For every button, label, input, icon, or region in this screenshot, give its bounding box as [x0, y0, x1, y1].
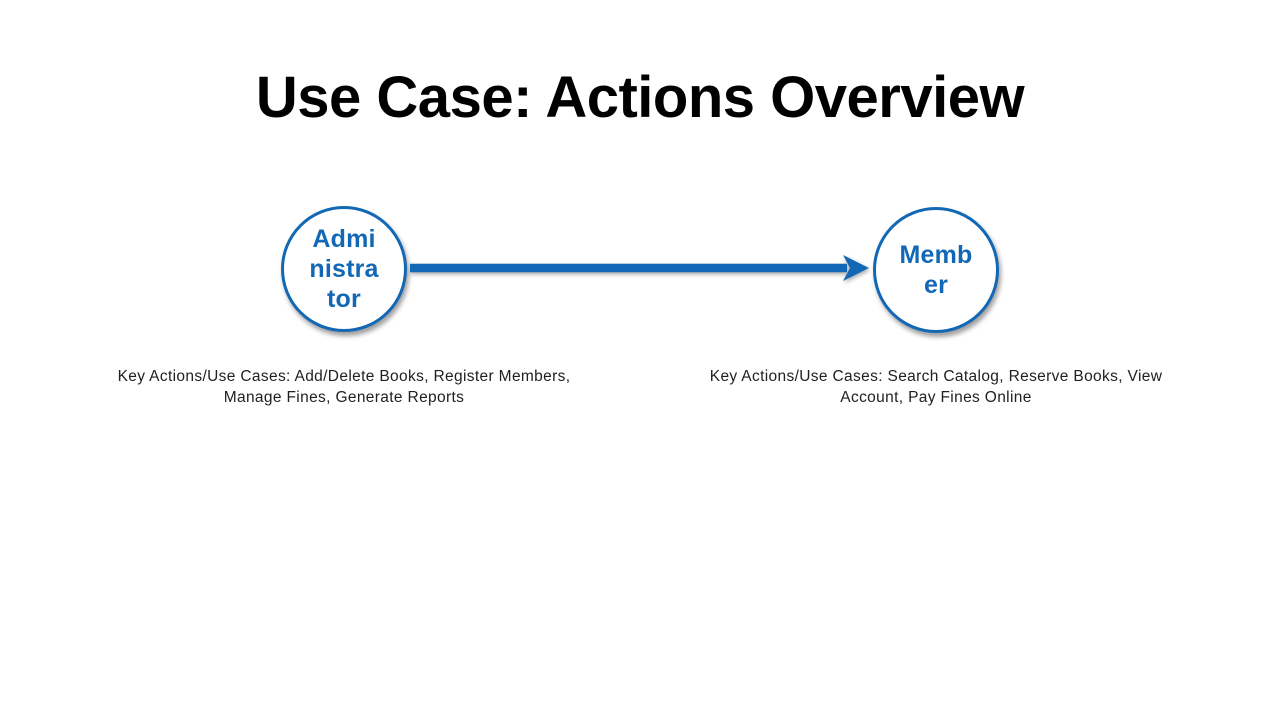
actor-member-label: Memb er [899, 241, 973, 299]
arrow-head [843, 255, 869, 281]
actor-administrator-label: Admi nistra tor [309, 225, 379, 313]
actor-administrator-shape: Admi nistra tor [281, 206, 407, 332]
actor-member-shape: Memb er [873, 207, 999, 333]
connector-arrow [410, 255, 869, 281]
actor-administrator-caption: Key Actions/Use Cases: Add/Delete Books,… [117, 368, 571, 406]
actor-member-caption: Key Actions/Use Cases: Search Catalog, R… [709, 368, 1163, 406]
slide-title: Use Case: Actions Overview [255, 65, 1025, 130]
